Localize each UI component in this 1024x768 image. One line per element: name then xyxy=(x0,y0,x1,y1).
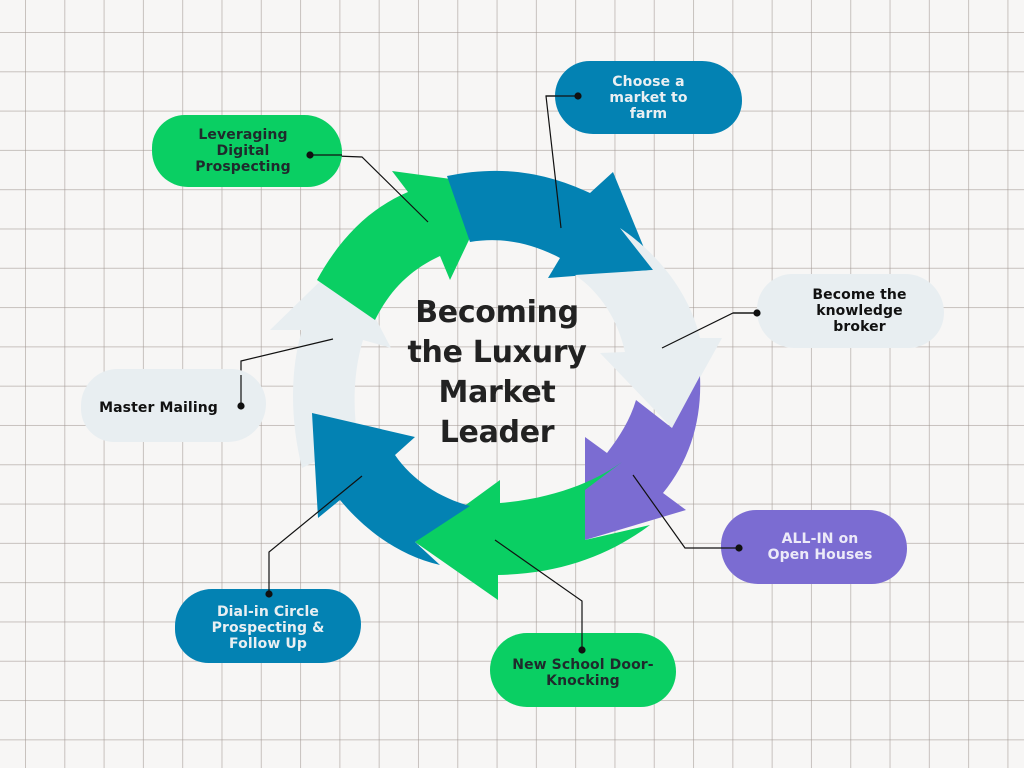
arrow-choose-market xyxy=(447,170,653,278)
step-label-line: Become the xyxy=(812,287,907,303)
step-label-line: market to xyxy=(609,89,688,106)
step-label-line: knowledge xyxy=(816,303,903,319)
step-label-line: Choose a xyxy=(612,73,685,90)
step-label-line: broker xyxy=(833,319,886,335)
step-choose-market: Choose a market to farm xyxy=(555,61,742,134)
step-label-line: Prospecting xyxy=(195,159,291,175)
step-digital-prospecting: Leveraging Digital Prospecting xyxy=(152,115,342,187)
step-label-line: Prospecting & xyxy=(211,620,325,636)
step-circle-prospecting: Dial-in Circle Prospecting & Follow Up xyxy=(175,589,361,663)
arrow-digital-prospecting xyxy=(317,171,495,320)
arrow-open-houses xyxy=(585,376,701,540)
step-knowledge-broker: Become the knowledge broker xyxy=(757,274,944,348)
step-label-line: Digital xyxy=(216,143,270,159)
step-label-line: New School Door- xyxy=(512,657,654,673)
step-label-line: Leveraging xyxy=(198,127,288,143)
arrow-master-mailing xyxy=(270,258,391,468)
center-title-line: Leader xyxy=(439,415,555,450)
connector-circle-prospecting xyxy=(268,475,363,594)
step-label-line: Knocking xyxy=(546,673,620,689)
step-label-line: Master Mailing xyxy=(99,399,218,416)
step-door-knocking: New School Door- Knocking xyxy=(490,633,676,707)
center-title-line: Becoming xyxy=(415,295,579,330)
arrow-door-knocking xyxy=(415,462,650,600)
step-label-line: Dial-in Circle xyxy=(216,604,320,620)
center-title-line: Market xyxy=(438,375,556,410)
step-open-houses: ALL-IN on Open Houses xyxy=(721,510,907,584)
step-label-line: ALL-IN on xyxy=(781,531,859,547)
center-title-line: the Luxury xyxy=(407,335,587,370)
step-label-line: Open Houses xyxy=(767,547,873,563)
step-label-line: Follow Up xyxy=(229,636,307,652)
center-title: Becoming the Luxury Market Leader xyxy=(392,293,602,453)
step-label-line: farm xyxy=(629,105,668,122)
step-master-mailing: Master Mailing xyxy=(81,369,266,442)
arrow-knowledge-broker xyxy=(575,228,722,428)
cycle-arrows xyxy=(270,170,722,600)
arrow-circle-prospecting xyxy=(312,413,470,565)
